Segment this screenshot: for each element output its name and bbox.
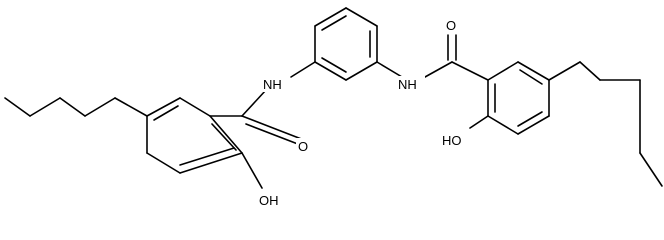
left-aromatic-ring	[146, 97, 263, 189]
bond	[517, 61, 550, 81]
right-amide	[376, 34, 489, 81]
bond	[314, 61, 347, 81]
bond	[345, 7, 378, 27]
oh-bond	[469, 115, 489, 129]
central-ring	[314, 7, 378, 81]
bond	[487, 115, 519, 135]
atom-labels: O NH OH O NH HO	[258, 17, 473, 208]
inner-double-bond	[211, 123, 237, 151]
inner-double-bond	[517, 111, 543, 127]
inner-double-bond	[179, 147, 235, 166]
bond	[579, 61, 601, 81]
inner-double-bond	[519, 69, 543, 85]
molecule-drawing: O NH OH O NH HO	[4, 7, 663, 208]
bond	[241, 89, 267, 117]
structure-canvas: O NH OH O NH HO	[4, 7, 663, 208]
inner-double-bond	[321, 57, 347, 73]
bond	[487, 61, 519, 81]
bond	[4, 97, 31, 117]
bond	[146, 152, 181, 174]
hydroxyl-right: HO	[442, 133, 462, 148]
bond	[114, 97, 148, 117]
bond	[424, 61, 453, 78]
carbonyl-oxygen-left: O	[298, 139, 308, 154]
carbonyl-bond	[241, 115, 305, 141]
right-pentyl-chain	[548, 61, 663, 187]
bond	[639, 152, 663, 187]
inner-double-bond	[321, 15, 347, 31]
oh-bond	[241, 152, 263, 189]
bond	[517, 115, 550, 135]
bond	[290, 61, 316, 78]
carbonyl-bond	[245, 123, 304, 147]
carbonyl-oxygen-right: O	[446, 18, 456, 33]
bond	[209, 115, 243, 154]
right-aromatic-ring	[469, 61, 550, 135]
bond	[146, 97, 181, 117]
bond	[451, 61, 489, 81]
hydroxyl-left: OH	[259, 193, 279, 208]
bond	[376, 61, 403, 78]
left-pentyl-chain	[4, 97, 148, 117]
bond	[314, 7, 347, 27]
bond	[548, 61, 581, 81]
bond	[84, 97, 116, 117]
bond	[345, 61, 378, 81]
inner-double-bond	[153, 105, 179, 121]
left-amide	[209, 61, 316, 147]
bond	[59, 97, 86, 117]
amide-nh-left: NH	[263, 77, 282, 92]
bond	[179, 152, 243, 174]
bond	[179, 97, 211, 117]
amide-nh-right: NH	[398, 77, 417, 92]
bond	[29, 97, 61, 117]
